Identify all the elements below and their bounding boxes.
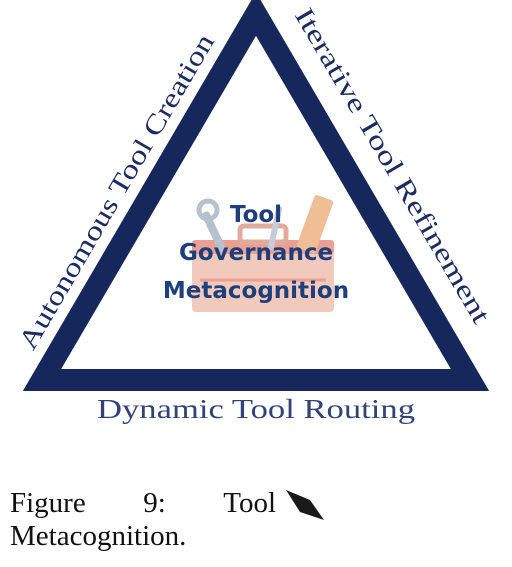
center-label-governance: Governance — [179, 240, 333, 266]
left-edge-label: Autonomous Tool Creation — [12, 28, 220, 354]
caption-title-end: Metacognition. — [10, 520, 187, 552]
caption-occluder — [286, 490, 324, 520]
caption-title-start: Tool — [223, 487, 276, 519]
toolbox-icon — [192, 195, 334, 312]
triangle-frame — [22, 0, 490, 391]
figure-caption: Figure 9: Tool Metacognition. — [10, 487, 310, 553]
bottom-edge-label: Dynamic Tool Routing — [97, 394, 415, 424]
center-label-tool: Tool — [230, 202, 282, 228]
caption-figure-label: Figure — [10, 487, 86, 519]
center-label-metacognition: Metacognition — [163, 278, 349, 304]
caption-figure-number: 9: — [143, 487, 166, 519]
